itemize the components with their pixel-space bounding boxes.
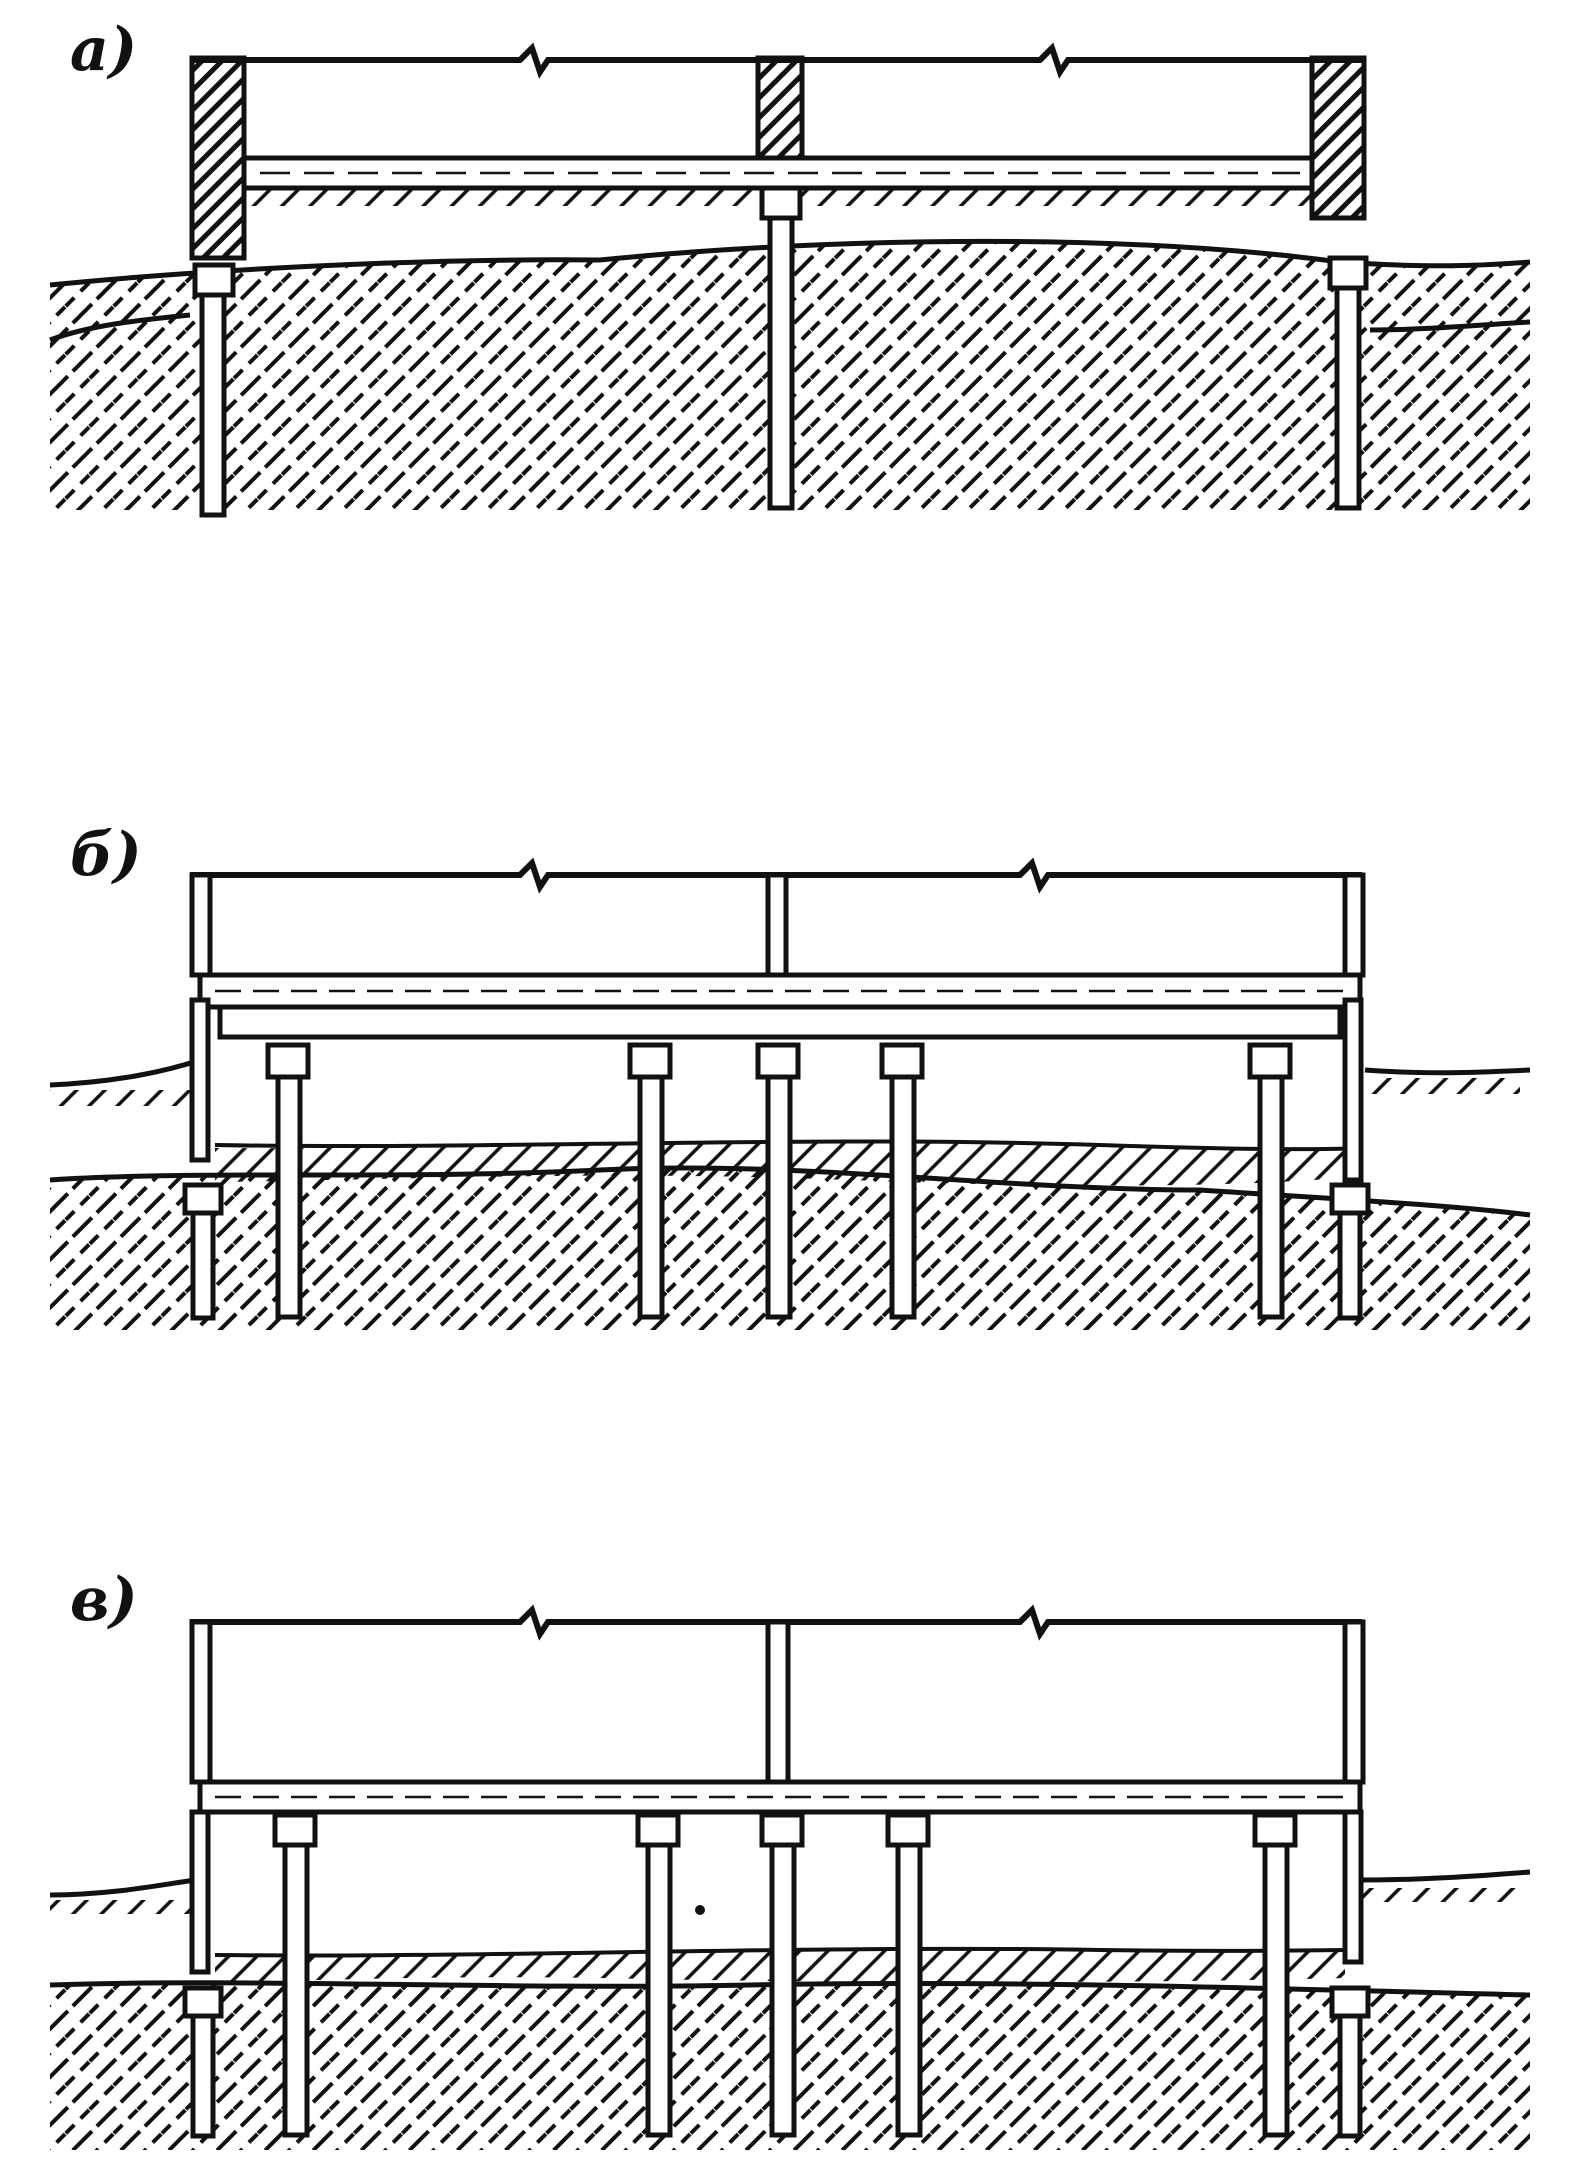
panel-c-label: в) <box>70 1565 138 1635</box>
ground-line-a <box>49 238 1531 288</box>
pile-a1 <box>199 292 227 518</box>
pile-cap-a3 <box>1327 255 1369 291</box>
wall-mid-a <box>755 55 805 161</box>
pile-a2 <box>767 215 795 511</box>
panel-a-drawing <box>49 42 1531 518</box>
panel-b-label: б) <box>70 820 142 890</box>
pile-a3 <box>1334 285 1362 511</box>
pile-cap-a1 <box>192 262 236 298</box>
wall-left-a <box>189 55 247 261</box>
wall-right-a <box>1309 55 1367 221</box>
panel-a-label: а) <box>70 15 138 85</box>
pile-cap-a2 <box>759 185 803 221</box>
panel-c-drawing <box>49 1604 1531 2150</box>
panel-b-drawing <box>49 857 1531 1330</box>
